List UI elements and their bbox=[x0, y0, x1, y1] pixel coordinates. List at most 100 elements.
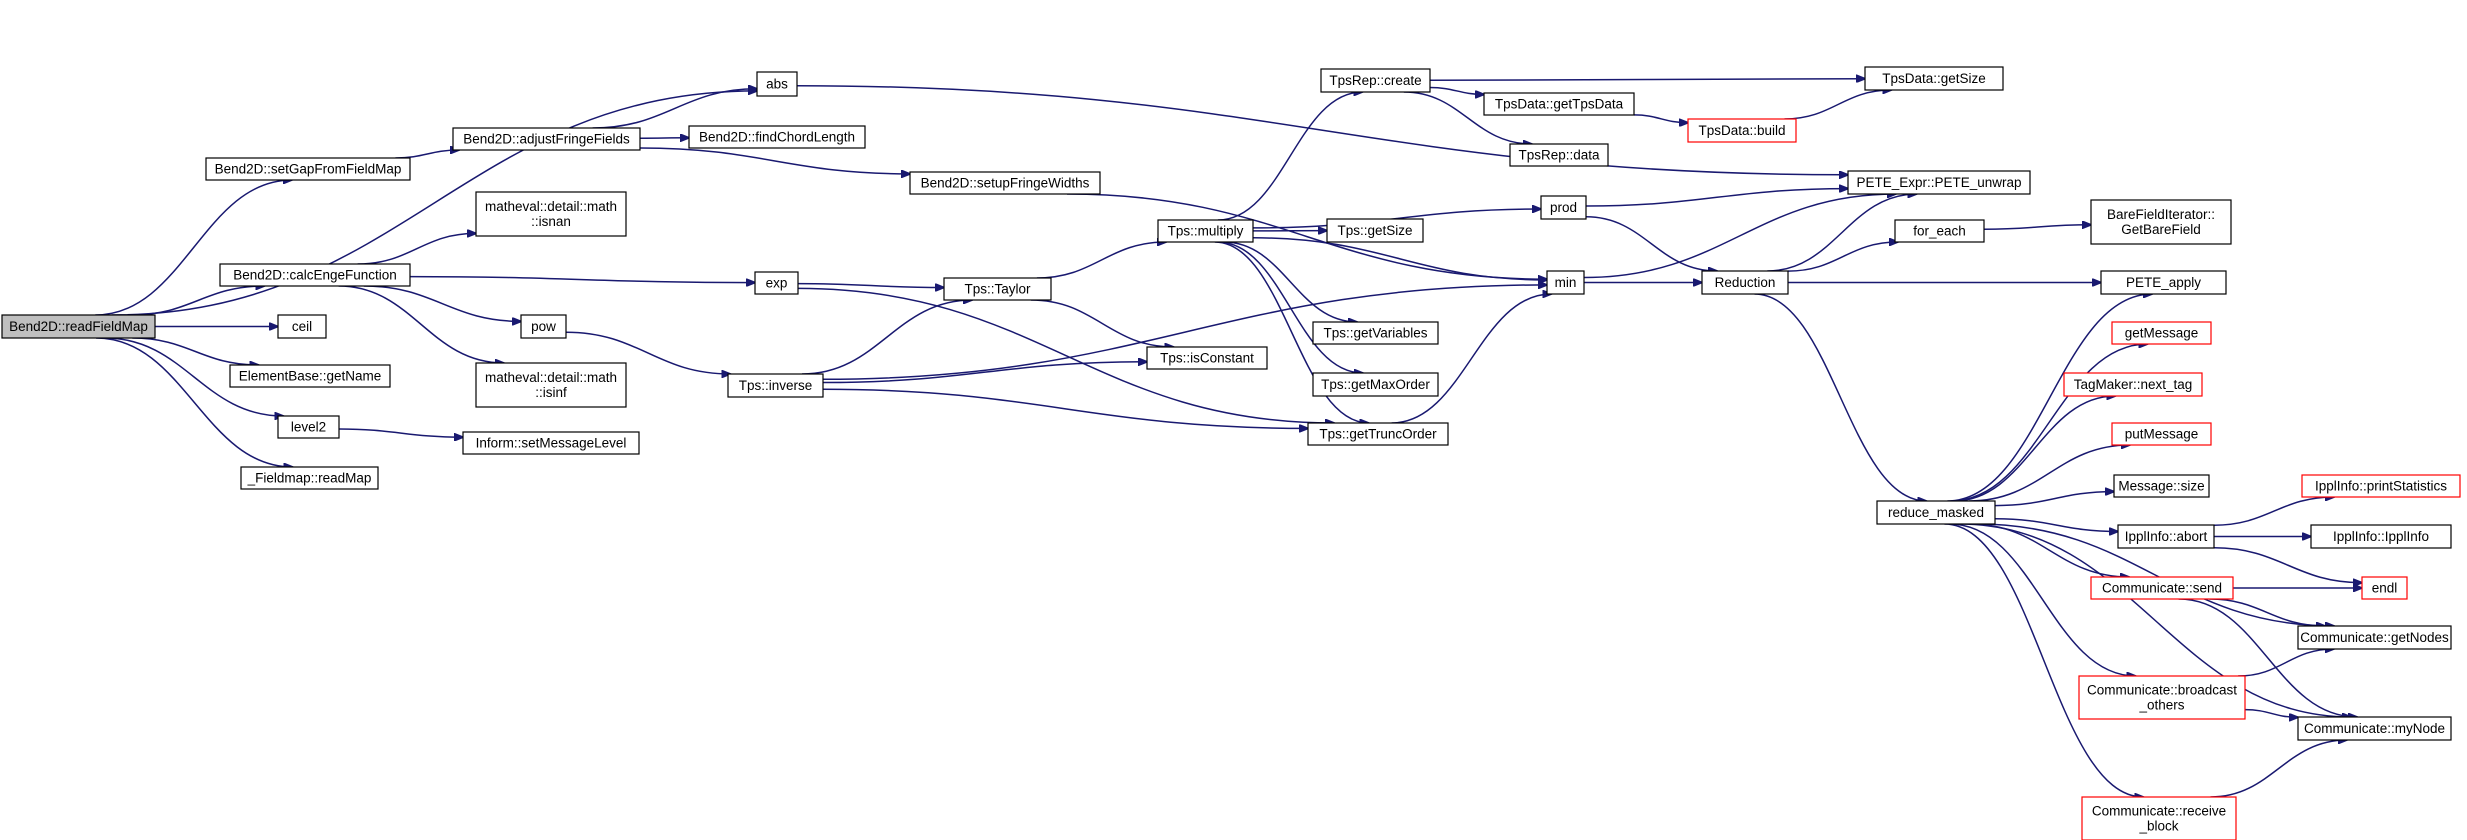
node-min[interactable]: min bbox=[1546, 270, 1585, 295]
node-ceil[interactable]: ceil bbox=[277, 314, 327, 339]
node-label: Tps::inverse bbox=[739, 378, 813, 393]
node-box bbox=[727, 373, 824, 398]
node-setMessageLevel[interactable]: Inform::setMessageLevel bbox=[462, 431, 640, 455]
edge-setupFringe-to-min bbox=[1066, 193, 1547, 279]
node-getTpsData[interactable]: TpsData::getTpsData bbox=[1483, 92, 1635, 116]
edge-multiply-to-getMaxOrder bbox=[1217, 241, 1363, 373]
node-label: Bend2D::setGapFromFieldMap bbox=[215, 162, 402, 177]
node-printStatistics[interactable]: IpplInfo::printStatistics bbox=[2301, 474, 2461, 498]
node-setupFringe[interactable]: Bend2D::setupFringeWidths bbox=[909, 171, 1101, 195]
node-box bbox=[2081, 796, 2237, 840]
node-tpsDataGetSize[interactable]: TpsData::getSize bbox=[1864, 66, 2004, 91]
node-peteUnwrap[interactable]: PETE_Expr::PETE_unwrap bbox=[1847, 170, 2031, 195]
node-ipplInfoCtor[interactable]: IpplInfo::IpplInfo bbox=[2310, 524, 2452, 549]
node-nextTag[interactable]: TagMaker::next_tag bbox=[2063, 372, 2203, 397]
node-label: putMessage bbox=[2125, 427, 2199, 442]
node-label: Communicate::send bbox=[2102, 581, 2222, 596]
node-label: TpsData::build bbox=[1698, 123, 1785, 138]
node-tpsDataBuild[interactable]: TpsData::build bbox=[1687, 118, 1797, 143]
node-box bbox=[2117, 524, 2215, 549]
node-box bbox=[1307, 422, 1449, 446]
node-label: min bbox=[1555, 275, 1577, 290]
node-label: IpplInfo::abort bbox=[2125, 529, 2208, 544]
node-abs[interactable]: abs bbox=[756, 71, 798, 97]
node-getTruncOrder[interactable]: Tps::getTruncOrder bbox=[1307, 422, 1449, 446]
node-getVariables[interactable]: Tps::getVariables bbox=[1312, 321, 1439, 345]
node-box bbox=[688, 125, 866, 149]
node-send[interactable]: Communicate::send bbox=[2090, 576, 2234, 600]
node-peteApply[interactable]: PETE_apply bbox=[2100, 270, 2227, 295]
edge-tpsRepCreate-to-getTpsData bbox=[1429, 86, 1484, 95]
node-box bbox=[240, 466, 379, 490]
node-label: Tps::Taylor bbox=[964, 282, 1031, 297]
node-label: _Fieldmap::readMap bbox=[247, 471, 372, 486]
node-label: Communicate::receive_block bbox=[2092, 804, 2226, 834]
node-putMessage[interactable]: putMessage bbox=[2111, 422, 2212, 446]
node-label: Inform::setMessageLevel bbox=[476, 436, 627, 451]
node-calcEngeFunction[interactable]: Bend2D::calcEngeFunction bbox=[219, 263, 411, 287]
node-multiply[interactable]: Tps::multiply bbox=[1157, 219, 1254, 243]
node-tpsRepCreate[interactable]: TpsRep::create bbox=[1320, 68, 1431, 93]
edge-send-to-getNodes bbox=[2209, 598, 2325, 626]
edge-multiply-to-getVariables bbox=[1223, 241, 1357, 322]
node-tpsRepData[interactable]: TpsRep::data bbox=[1509, 143, 1609, 167]
node-box bbox=[1320, 68, 1431, 93]
node-box bbox=[1312, 321, 1439, 345]
node-myNode[interactable]: Communicate::myNode bbox=[2297, 716, 2452, 741]
node-box bbox=[1847, 170, 2031, 195]
node-getMaxOrder[interactable]: Tps::getMaxOrder bbox=[1312, 372, 1439, 397]
edge-readFieldMap-to-calcEngeFunction bbox=[131, 286, 264, 316]
node-label: BareFieldIterator::GetBareField bbox=[2107, 207, 2215, 237]
node-endl[interactable]: endl bbox=[2361, 576, 2408, 600]
node-label: TpsRep::data bbox=[1518, 148, 1600, 163]
node-readFieldMap[interactable]: Bend2D::readFieldMap bbox=[1, 314, 156, 339]
node-getBareField[interactable]: BareFieldIterator::GetBareField bbox=[2090, 199, 2232, 245]
node-label: endl bbox=[2372, 581, 2398, 596]
node-inverse[interactable]: Tps::inverse bbox=[727, 373, 824, 398]
edge-reduceMasked-to-peteApply bbox=[1947, 294, 2152, 502]
node-box bbox=[452, 127, 641, 151]
node-messageSize[interactable]: Message::size bbox=[2113, 474, 2210, 498]
node-box bbox=[756, 71, 798, 97]
node-isConstant[interactable]: Tps::isConstant bbox=[1146, 346, 1268, 370]
node-isinf[interactable]: matheval::detail::math::isinf bbox=[475, 362, 627, 408]
node-box bbox=[475, 191, 627, 237]
node-box bbox=[1157, 219, 1254, 243]
node-findChord[interactable]: Bend2D::findChordLength bbox=[688, 125, 866, 149]
node-forEach[interactable]: for_each bbox=[1894, 219, 1985, 243]
node-label: TpsRep::create bbox=[1329, 73, 1421, 88]
node-isnan[interactable]: matheval::detail::math::isnan bbox=[475, 191, 627, 237]
node-label: Tps::getSize bbox=[1337, 223, 1412, 238]
node-getName[interactable]: ElementBase::getName bbox=[229, 364, 391, 388]
node-level2[interactable]: level2 bbox=[277, 415, 340, 439]
node-box bbox=[2310, 524, 2452, 549]
node-getMessage[interactable]: getMessage bbox=[2111, 321, 2212, 345]
node-prod[interactable]: prod bbox=[1540, 195, 1587, 220]
node-label: Tps::isConstant bbox=[1160, 351, 1254, 366]
node-label: Bend2D::readFieldMap bbox=[9, 319, 148, 334]
node-setGap[interactable]: Bend2D::setGapFromFieldMap bbox=[205, 157, 411, 181]
node-broadcastOthers[interactable]: Communicate::broadcast_others bbox=[2078, 675, 2246, 720]
node-box bbox=[2111, 422, 2212, 446]
edge-multiply-to-getTruncOrder bbox=[1214, 241, 1369, 423]
edge-readFieldMap-to-readMap bbox=[95, 337, 293, 467]
edge-reduction-to-peteUnwrap bbox=[1767, 194, 1916, 272]
edge-min-to-peteUnwrap bbox=[1583, 194, 1896, 279]
node-box bbox=[1146, 346, 1268, 370]
node-reduceMasked[interactable]: reduce_masked bbox=[1876, 500, 1996, 525]
node-taylor[interactable]: Tps::Taylor bbox=[943, 277, 1052, 301]
node-label: IpplInfo::printStatistics bbox=[2315, 479, 2447, 494]
node-readMap[interactable]: _Fieldmap::readMap bbox=[240, 466, 379, 490]
node-label: Tps::getMaxOrder bbox=[1321, 377, 1430, 392]
node-abort[interactable]: IpplInfo::abort bbox=[2117, 524, 2215, 549]
node-tpsGetSize[interactable]: Tps::getSize bbox=[1326, 218, 1424, 243]
node-box bbox=[1546, 270, 1585, 295]
edge-multiply-to-min bbox=[1252, 237, 1547, 280]
node-reduction[interactable]: Reduction bbox=[1701, 270, 1789, 295]
node-pow[interactable]: pow bbox=[520, 314, 567, 339]
node-receiveBlock[interactable]: Communicate::receive_block bbox=[2081, 796, 2237, 840]
node-getNodes[interactable]: Communicate::getNodes bbox=[2297, 625, 2452, 650]
node-exp[interactable]: exp bbox=[754, 271, 799, 295]
node-adjustFringe[interactable]: Bend2D::adjustFringeFields bbox=[452, 127, 641, 151]
